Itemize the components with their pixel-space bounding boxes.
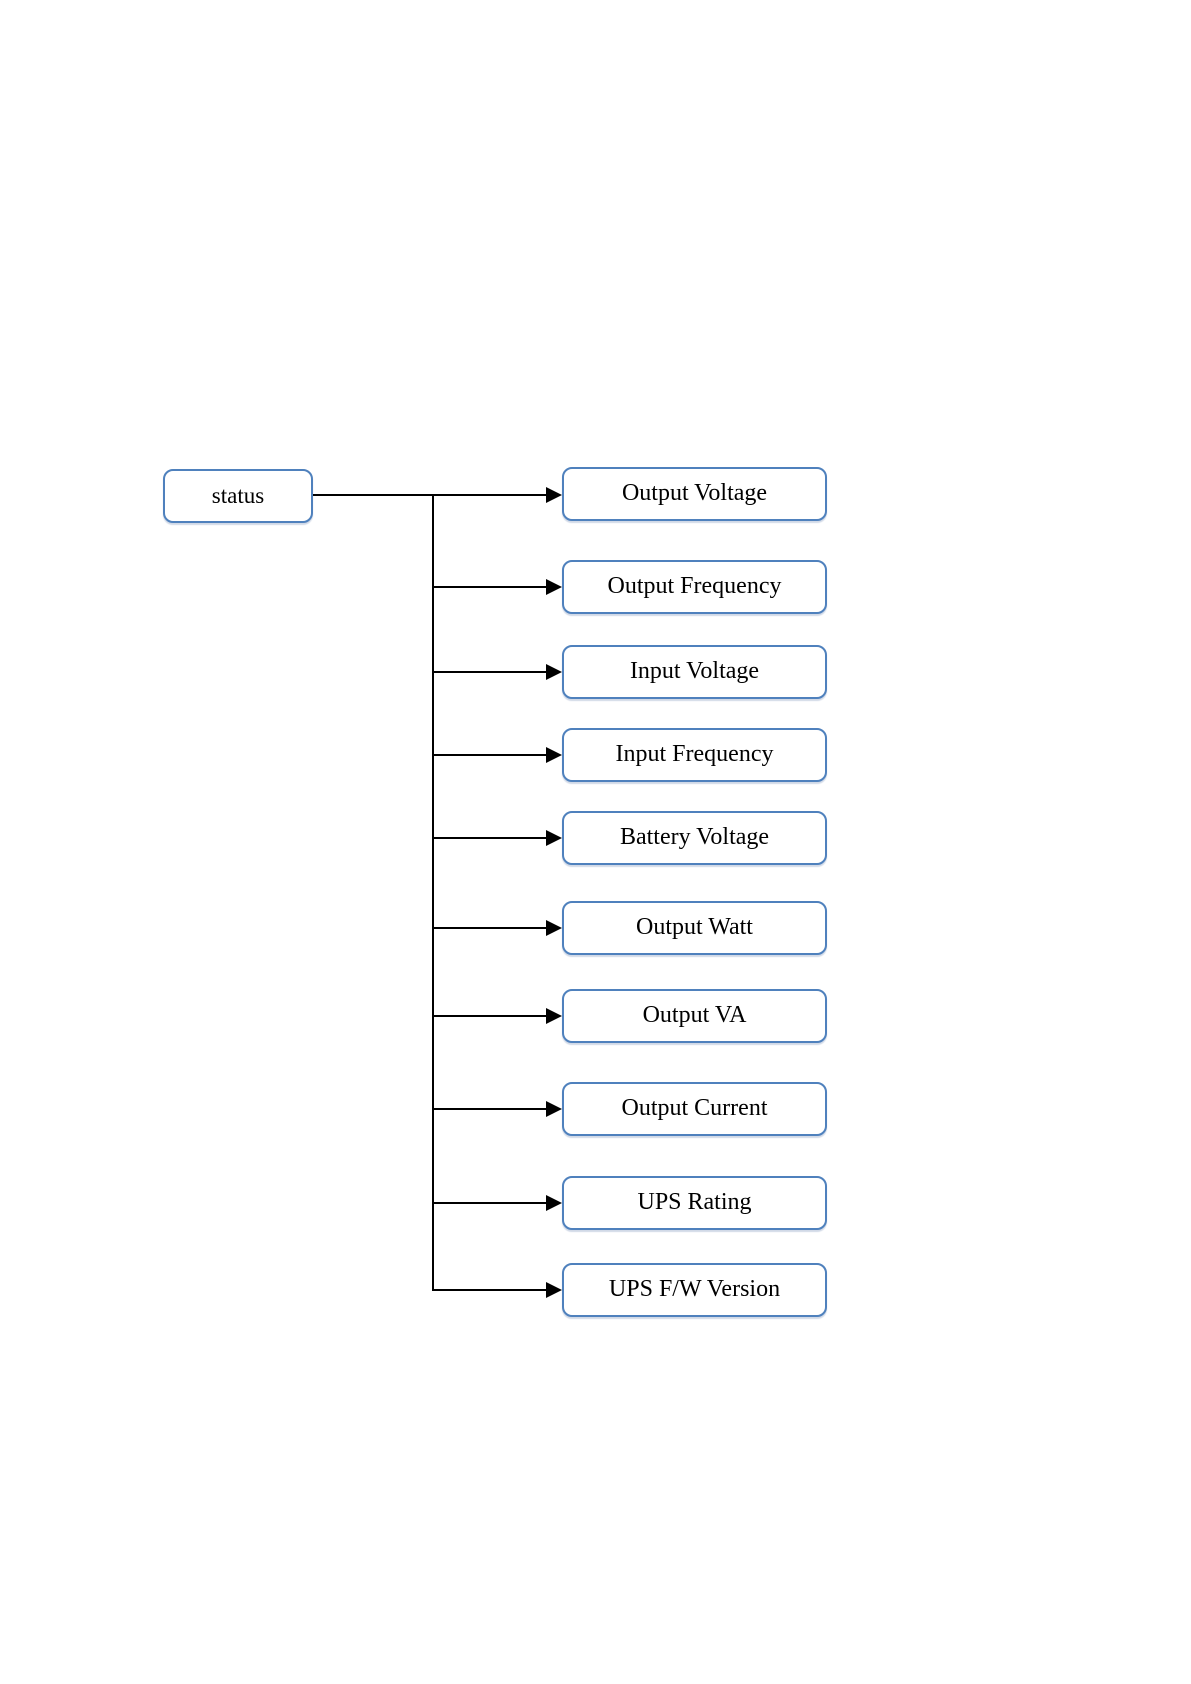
node-input-frequency-label: Input Frequency xyxy=(615,741,774,767)
node-ups-rating-label: UPS Rating xyxy=(637,1189,752,1215)
connector-branch-ups-fw-version xyxy=(432,1289,548,1291)
connector-branch-output-va xyxy=(432,1015,548,1017)
arrowhead-output-watt-icon xyxy=(546,920,562,936)
node-input-voltage-label: Input Voltage xyxy=(629,658,760,684)
node-status-label: status xyxy=(211,482,265,508)
connector-branch-output-current xyxy=(432,1108,548,1110)
arrowhead-output-voltage-icon xyxy=(546,487,562,503)
arrowhead-ups-fw-version-icon xyxy=(546,1282,562,1298)
node-battery-voltage: Battery Voltage xyxy=(562,811,827,865)
node-output-frequency: Output Frequency xyxy=(562,560,827,614)
connector-branch-output-watt xyxy=(432,927,548,929)
connector-branch-ups-rating xyxy=(432,1202,548,1204)
node-output-frequency-label: Output Frequency xyxy=(607,573,782,599)
arrowhead-battery-voltage-icon xyxy=(546,830,562,846)
arrowhead-output-va-icon xyxy=(546,1008,562,1024)
connector-branch-output-frequency xyxy=(432,586,548,588)
node-output-watt-label: Output Watt xyxy=(636,914,753,940)
connector-trunk xyxy=(432,494,434,1291)
node-output-watt: Output Watt xyxy=(562,901,827,955)
arrowhead-output-frequency-icon xyxy=(546,579,562,595)
node-input-voltage: Input Voltage xyxy=(562,645,827,699)
node-ups-fw-version-label: UPS F/W Version xyxy=(608,1276,781,1302)
node-input-frequency: Input Frequency xyxy=(562,728,827,782)
node-ups-rating: UPS Rating xyxy=(562,1176,827,1230)
node-output-voltage: Output Voltage xyxy=(562,467,827,521)
arrowhead-input-frequency-icon xyxy=(546,747,562,763)
connector-branch-input-frequency xyxy=(432,754,548,756)
connector-root-to-output-voltage xyxy=(313,494,548,496)
arrowhead-input-voltage-icon xyxy=(546,664,562,680)
node-output-current-label: Output Current xyxy=(621,1095,768,1121)
node-output-voltage-label: Output Voltage xyxy=(621,480,768,506)
arrowhead-ups-rating-icon xyxy=(546,1195,562,1211)
node-output-va-label: Output VA xyxy=(642,1002,747,1028)
connector-branch-input-voltage xyxy=(432,671,548,673)
node-battery-voltage-label: Battery Voltage xyxy=(619,824,770,850)
node-output-va: Output VA xyxy=(562,989,827,1043)
arrowhead-output-current-icon xyxy=(546,1101,562,1117)
node-status: status xyxy=(163,469,313,523)
node-ups-fw-version: UPS F/W Version xyxy=(562,1263,827,1317)
node-output-current: Output Current xyxy=(562,1082,827,1136)
connector-branch-battery-voltage xyxy=(432,837,548,839)
